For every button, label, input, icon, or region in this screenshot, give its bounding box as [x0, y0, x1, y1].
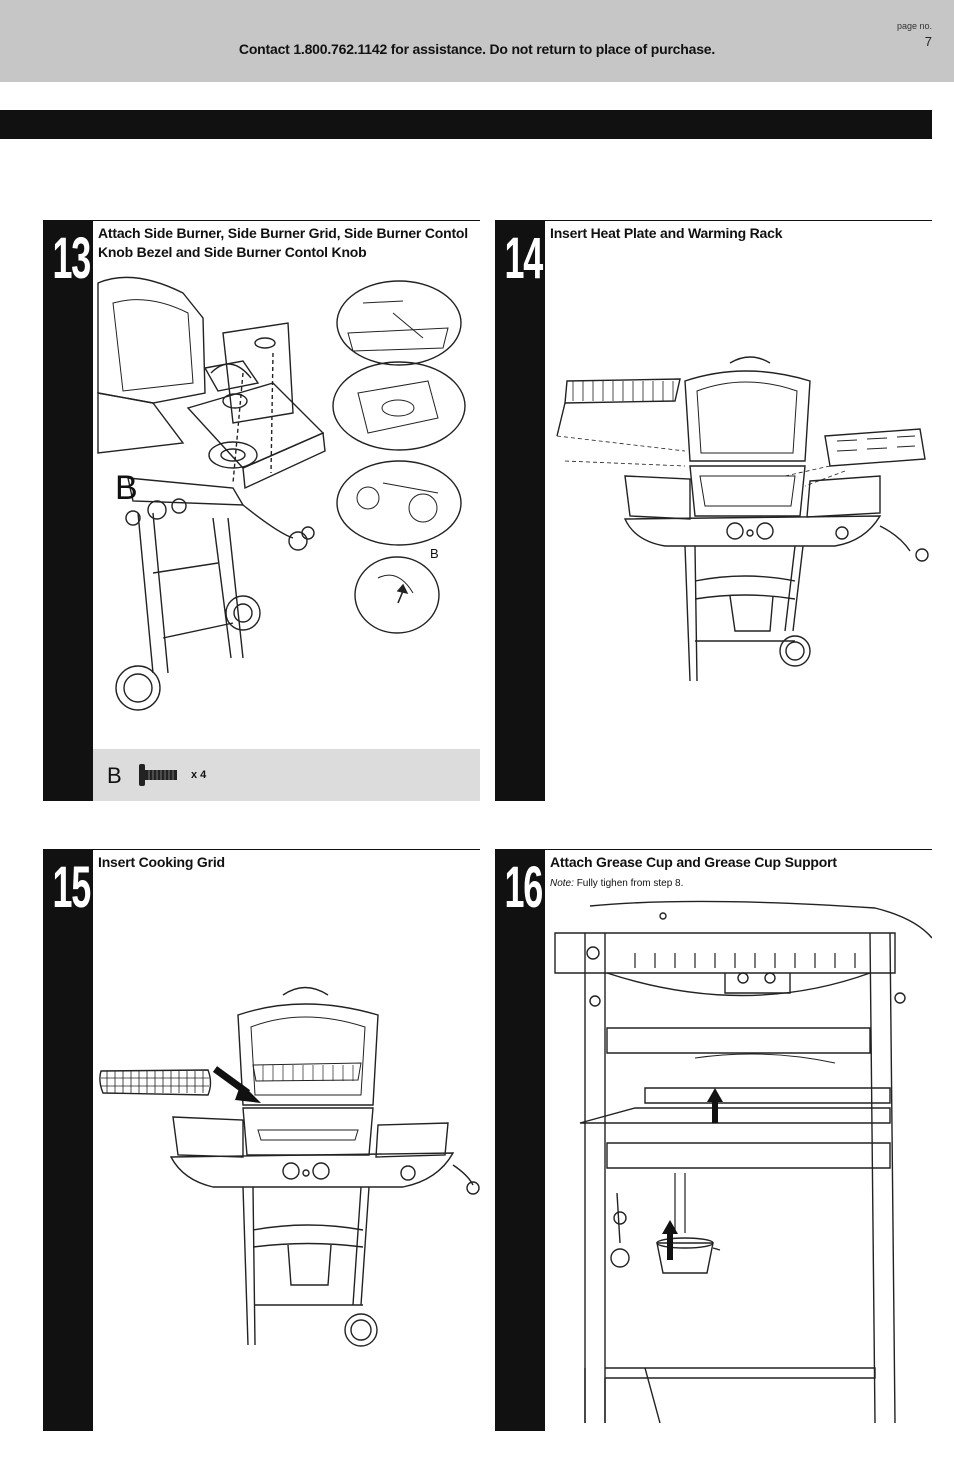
- step-13-panel: 13 Attach Side Burner, Side Burner Grid,…: [43, 220, 480, 801]
- step-number: 13: [52, 226, 92, 291]
- step-number: 16: [504, 855, 544, 920]
- step-title: Insert Cooking Grid: [98, 854, 225, 870]
- section-bar: [0, 110, 932, 139]
- step-number-column: 15: [43, 850, 93, 1431]
- step-16-panel: 16 Attach Grease Cup and Grease Cup Supp…: [495, 849, 932, 1431]
- callout-main-label: B: [115, 469, 138, 507]
- cooking-grid-illustration: [99, 986, 480, 1347]
- hardware-box: B x 4: [93, 749, 480, 801]
- hardware-quantity: x 4: [191, 769, 207, 781]
- step-15-panel: 15 Insert Cooking Grid: [43, 849, 480, 1431]
- grease-cup-illustration: [554, 900, 932, 1423]
- step-number-column: 16: [495, 850, 545, 1431]
- step-title: Attach Side Burner, Side Burner Grid, Si…: [98, 225, 468, 260]
- page-header: Contact 1.800.762.1142 for assistance. D…: [0, 0, 954, 82]
- step-title: Insert Heat Plate and Warming Rack: [550, 225, 783, 241]
- bolt-icon: [139, 764, 177, 786]
- hardware-letter: B: [107, 763, 122, 788]
- step-number: 15: [52, 855, 92, 920]
- step-title: Attach Grease Cup and Grease Cup Support: [550, 854, 837, 870]
- step-number-column: 13: [43, 221, 93, 801]
- page-number-label: page no.: [896, 21, 932, 31]
- note-text: Fully tighen from step 8.: [576, 878, 684, 889]
- step-number: 14: [504, 226, 544, 291]
- assistance-contact-text: Contact 1.800.762.1142 for assistance. D…: [238, 41, 716, 57]
- note-label: Note:: [550, 878, 574, 889]
- step-14-panel: 14 Insert Heat Plate and Warming Rack: [495, 220, 932, 801]
- step-number-column: 14: [495, 221, 545, 801]
- callout-detail-label: B: [430, 546, 439, 561]
- side-burner-illustration: B B: [97, 276, 466, 711]
- heat-plate-warming-rack-illustration: [556, 356, 929, 682]
- page-number: 7: [924, 34, 932, 49]
- step-note: Note: Fully tighen from step 8.: [550, 878, 683, 889]
